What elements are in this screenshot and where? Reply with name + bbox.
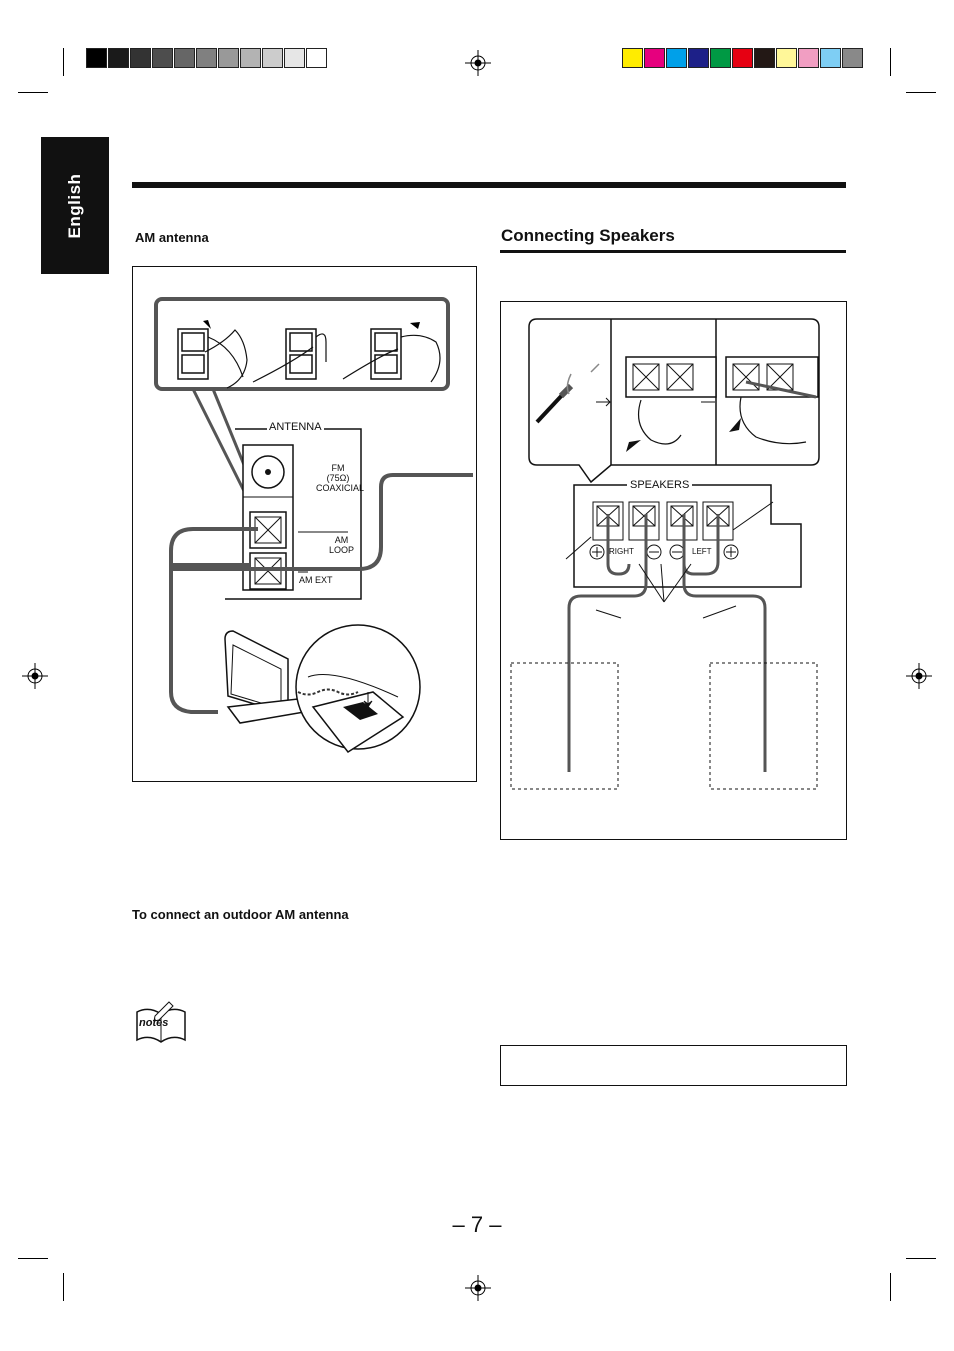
am-loop-label-line2: LOOP bbox=[329, 545, 355, 555]
gray-swatch bbox=[262, 48, 283, 68]
registration-target-icon bbox=[465, 50, 491, 76]
gray-swatch bbox=[174, 48, 195, 68]
language-tab: English bbox=[41, 137, 109, 274]
crop-mark bbox=[63, 1273, 64, 1301]
am-loop-label-line1: AM bbox=[334, 535, 349, 545]
left-label: LEFT bbox=[692, 547, 712, 556]
right-label: RIGHT bbox=[609, 547, 634, 556]
gray-swatch bbox=[306, 48, 327, 68]
color-swatch bbox=[776, 48, 797, 68]
crop-mark bbox=[890, 48, 891, 76]
gray-swatch bbox=[86, 48, 107, 68]
color-swatch bbox=[798, 48, 819, 68]
crop-mark bbox=[906, 92, 936, 93]
registration-target-icon bbox=[22, 663, 48, 689]
gray-swatch bbox=[240, 48, 261, 68]
am-ext-label: AM EXT bbox=[299, 575, 333, 585]
registration-target-icon bbox=[906, 663, 932, 689]
gray-swatch bbox=[130, 48, 151, 68]
page-number: – 7 – bbox=[452, 1212, 502, 1237]
heading-underline bbox=[500, 250, 846, 253]
section-rule bbox=[132, 182, 846, 188]
speakers-label: SPEAKERS bbox=[627, 479, 693, 491]
color-swatch bbox=[622, 48, 643, 68]
gray-swatch bbox=[284, 48, 305, 68]
crop-mark bbox=[18, 92, 48, 93]
color-swatch bbox=[688, 48, 709, 68]
color-swatch bbox=[842, 48, 863, 68]
notes-icon: notes bbox=[133, 1000, 187, 1046]
outdoor-am-antenna-heading: To connect an outdoor AM antenna bbox=[132, 907, 349, 922]
gray-swatch bbox=[218, 48, 239, 68]
ohm-label: (75Ω) bbox=[326, 473, 350, 483]
notes-label: notes bbox=[139, 1017, 169, 1029]
color-swatch bbox=[754, 48, 775, 68]
language-tab-label: English bbox=[65, 173, 84, 238]
antenna-label: ANTENNA bbox=[267, 421, 324, 433]
am-loop-label: AM LOOP bbox=[329, 535, 354, 555]
crop-mark bbox=[906, 1258, 936, 1259]
connecting-speakers-heading: Connecting Speakers bbox=[501, 226, 675, 245]
registration-target-icon bbox=[465, 1275, 491, 1301]
fm-label-block: FM (75Ω) COAXICIAL bbox=[316, 463, 365, 493]
crop-mark bbox=[18, 1258, 48, 1259]
color-swatch bbox=[710, 48, 731, 68]
color-swatch bbox=[644, 48, 665, 68]
gray-swatch bbox=[152, 48, 173, 68]
color-swatch bbox=[820, 48, 841, 68]
color-swatch bbox=[732, 48, 753, 68]
speaker-diagram: SPEAKERS RIGHT LEFT bbox=[500, 301, 847, 840]
am-antenna-heading: AM antenna bbox=[135, 230, 209, 245]
crop-mark bbox=[63, 48, 64, 76]
coaxial-label: COAXICIAL bbox=[316, 483, 365, 493]
gray-swatch bbox=[196, 48, 217, 68]
fm-label: FM bbox=[331, 463, 345, 473]
gray-swatch bbox=[108, 48, 129, 68]
caution-box bbox=[500, 1045, 847, 1086]
antenna-diagram: ANTENNA FM (75Ω) COAXICIAL AM LOOP AM EX… bbox=[132, 266, 477, 782]
crop-mark bbox=[890, 1273, 891, 1301]
color-swatch bbox=[666, 48, 687, 68]
